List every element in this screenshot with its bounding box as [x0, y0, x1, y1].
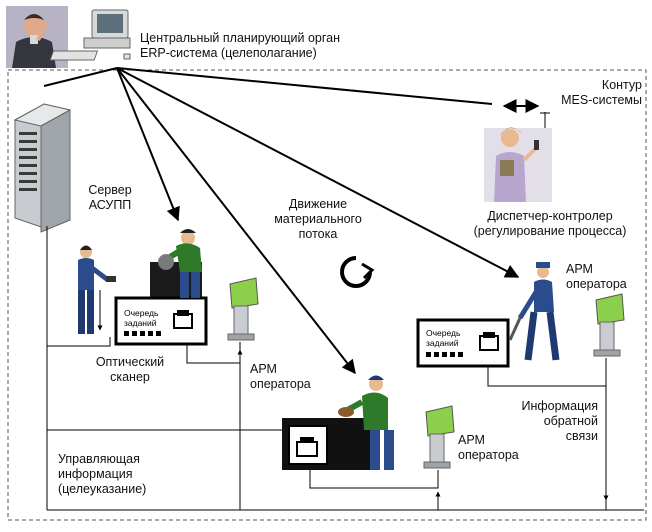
mes-contour-border [7, 69, 647, 521]
server-label-2: АСУПП [88, 198, 132, 212]
dispatcher-label-2: (регулирование процесса) [473, 224, 627, 238]
worker-icon [508, 262, 560, 361]
control-info-label-2: информация [58, 467, 133, 481]
server-label-1: Сервер [88, 183, 132, 197]
mes-contour-label-1: Контур [601, 78, 642, 92]
material-flow-label-2: материального [274, 212, 362, 226]
arm-link-right [487, 358, 607, 387]
server-icon [13, 103, 72, 233]
feedback-label-1: Информация [521, 399, 598, 413]
dispatcher-label-1: Диспетчер-контролер [487, 209, 613, 223]
feedback-label-3: связи [565, 429, 598, 443]
mes-contour-label-2: MES-системы [561, 93, 642, 107]
arm-operator-left-label-1: АРМ [250, 362, 277, 376]
task-queue-label-1a: Очередь [124, 308, 159, 318]
worker-icon [338, 375, 394, 470]
arm-operator-left-label-2: оператора [250, 377, 311, 391]
optical-scanner-label-1: Оптический [95, 355, 165, 369]
control-info-lines [46, 226, 644, 511]
worker-icon [78, 245, 116, 334]
task-queue-label-2b: заданий [426, 338, 459, 348]
user-icon [6, 6, 68, 68]
material-flow-label-1: Движение [288, 197, 348, 211]
printer-icon [479, 332, 499, 351]
task-queue-label-2a: Очередь [426, 328, 461, 338]
kiosk-icon [423, 405, 455, 469]
workstation-right: Очередь заданий [416, 318, 510, 368]
computer-icon [49, 9, 131, 61]
erp-command-arrows [43, 67, 520, 375]
workstation-bottom [282, 418, 378, 470]
cycle-arrow-icon [340, 256, 375, 288]
material-flow-label-3: потока [298, 227, 338, 241]
printer-icon [173, 310, 193, 329]
arm-operator-bottom-label-2: оператора [458, 448, 519, 462]
kiosk-icon [227, 277, 259, 341]
arm-operator-right-label-2: оператора [566, 277, 627, 291]
planning-org-subtitle: ERP-система (целеполагание) [140, 46, 317, 60]
control-info-label-3: (целеуказание) [58, 482, 147, 496]
control-info-label-1: Управляющая [58, 452, 140, 466]
kiosk-icon [593, 293, 625, 357]
feedback-label-2: обратной [543, 414, 598, 428]
dispatcher-icon [484, 127, 552, 202]
arm-operator-bottom-label-1: АРМ [458, 433, 485, 447]
task-queue-label-1b: заданий [124, 318, 157, 328]
planning-org-title: Центральный планирующий орган [140, 31, 340, 45]
arm-operator-right-label-1: АРМ [566, 262, 593, 276]
optical-scanner-label-2: сканер [110, 370, 150, 384]
worker-icon [158, 229, 202, 298]
arm-link-bottom [309, 470, 439, 489]
printer-icon [296, 437, 318, 457]
